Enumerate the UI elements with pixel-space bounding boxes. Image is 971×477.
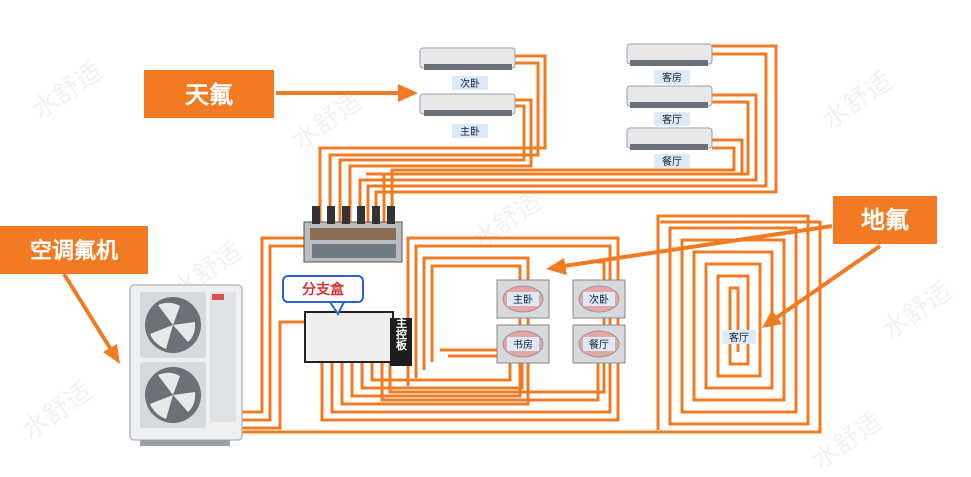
manifold-rail [310,228,396,240]
arrow-line [774,244,882,320]
watermark-text: 水舒适 [287,86,368,155]
pipe [240,220,822,434]
manifold-lower [312,244,396,258]
branch-box-label: 分支盒 [302,281,345,298]
ceiling-unit-ke-ting: 客厅 [626,85,713,126]
arrow-line [62,272,112,350]
fan-blades [150,372,196,419]
room-tag [583,292,615,306]
room-tag [722,330,756,344]
valve [357,206,365,224]
arrow-head [398,84,418,102]
room-label: 餐厅 [662,155,682,168]
room-tag [583,337,615,351]
room-tag [452,76,488,90]
room-label: 客厅 [729,331,749,344]
room-tag [654,112,690,126]
ac-base [140,440,230,446]
watermark-text: 水舒适 [877,276,958,345]
watermark-text: 水舒适 [817,66,898,135]
pipe [656,214,810,430]
pipe [366,100,750,176]
valve [312,206,320,224]
room-label: 客房 [662,71,682,84]
arrow-head [103,344,120,364]
room-label: 餐厅 [589,338,609,351]
ceiling-manifold [303,206,403,263]
room-tag [452,124,488,138]
watermark-text: 水舒适 [27,56,108,125]
ceiling-unit-vent [630,144,708,150]
valve [327,206,335,224]
pipe [338,104,526,222]
floor-coil-tag: 客厅 [722,330,756,344]
room-tag [507,292,539,306]
room-label: 客厅 [662,113,682,126]
floor-panel-ci-wo: 次卧 [572,279,626,319]
floor-panel-shu-fang: 书房 [496,324,550,364]
outdoor-ac-unit [129,284,243,446]
callout-box [833,196,937,244]
ceiling-unit-zhu-wo: 主卧 [419,93,516,138]
ceiling-pipes [318,44,778,222]
pipe [366,52,768,222]
ceiling-unit-vent [424,110,512,116]
branch-box [304,311,394,363]
floor-panel-zhu-wo: 主卧 [496,279,550,319]
pipe [360,345,524,390]
pipe [374,44,778,222]
callout-label: 天氟 [185,81,233,109]
pipe [348,98,533,222]
callout-bubble [282,275,364,303]
ceiling-unit-ci-wo: 次卧 [419,47,516,90]
callout-box [144,70,274,118]
pipe [240,236,308,414]
supply-pipes [240,220,822,434]
ceiling-unit-vent [630,60,708,66]
pipe [328,61,540,222]
ceiling-unit-vent [424,64,512,70]
floor-coil [656,214,810,430]
valve [342,206,350,224]
arrow-head [762,310,782,328]
ceiling-unit-can-ting: 餐厅 [626,127,713,168]
room-label: 主卧 [513,293,533,306]
callout-label: 空调氟机 [30,238,118,264]
branch-box-callout: 分支盒 [282,275,364,316]
arrow-line [563,224,833,268]
ceiling-unit-ke-fang: 客房 [626,43,713,84]
arrow-head [546,258,567,275]
callout-tail [328,301,346,316]
pipe [370,345,512,382]
ac-indicator [212,294,224,300]
room-tag [654,154,690,168]
room-label: 次卧 [589,293,609,306]
callout-box [0,226,148,274]
callout-ceiling: 天氟 [144,70,418,118]
fan-blades [150,302,196,349]
pipe [240,320,305,430]
watermark-text: 水舒适 [17,376,98,445]
pipe [390,146,736,222]
branch-box-group: 主控板 [304,311,412,366]
pipe [318,54,547,222]
valve [387,206,395,224]
room-label: 书房 [513,338,533,351]
valve [372,206,380,224]
room-label: 次卧 [460,77,480,90]
room-label: 主卧 [460,125,480,138]
pipe [240,244,308,422]
ac-side-panel [210,292,236,422]
pipe [358,93,758,222]
room-tag [654,70,690,84]
floor-panel-can-ting: 餐厅 [572,324,626,364]
callout-ac-unit: 空调氟机 [0,226,148,364]
room-tag [507,337,539,351]
ceiling-unit-vent [630,102,708,108]
callout-floor: 地氟 [546,196,937,328]
main-board [390,318,412,366]
callout-label: 地氟 [861,206,909,234]
main-board-label: 主控板 [395,316,408,351]
